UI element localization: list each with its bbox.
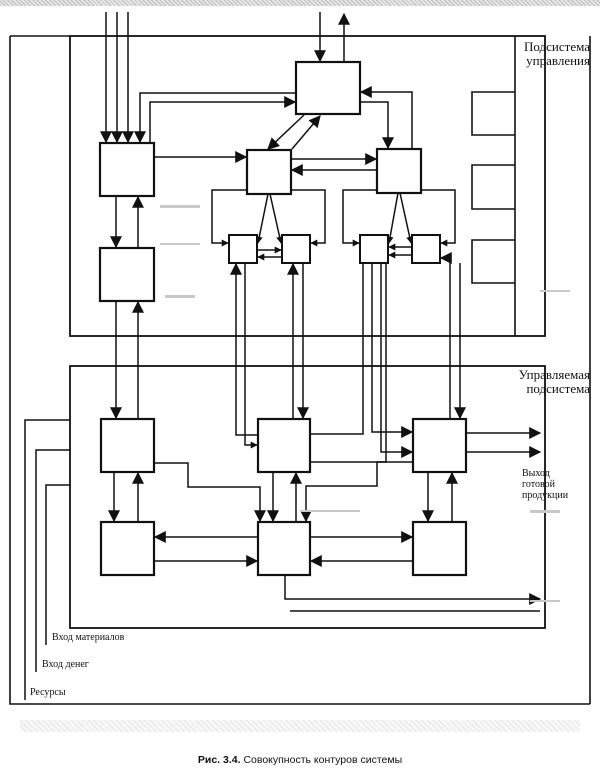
midleft-to-small2: [269, 193, 284, 244]
scan-noise: [160, 205, 570, 602]
small3-to-managed-right-a: [371, 263, 414, 438]
control-title-line2: управления: [526, 53, 590, 69]
control-title-line1: Подсистема: [524, 39, 590, 54]
output-label-line1: Выход: [522, 468, 550, 479]
managed-center-to-small3: [311, 264, 364, 435]
midright-to-top: [359, 86, 413, 148]
figure-caption: Рис. 3.4. Совокупность контуров системы: [0, 754, 600, 766]
resources-line: [24, 419, 70, 700]
control-lower-left-block: [98, 246, 156, 303]
midright-to-small3: [386, 192, 399, 244]
output-label-line2: готовой: [522, 479, 555, 490]
midright-fan-left: [342, 189, 377, 247]
control-side-1: [471, 91, 515, 136]
control-input-block: [98, 141, 156, 198]
managed-right-to-small4: [439, 252, 452, 418]
control-small-3: [359, 234, 389, 264]
control-subsystem-title: Подсистема управления: [524, 39, 590, 69]
midleft-fan-right: [291, 189, 326, 247]
input-to-top-loop: [149, 96, 297, 142]
small1-to-managed-center: [244, 263, 258, 449]
control-small-2: [281, 234, 311, 264]
managed-center-to-small1: [230, 262, 257, 436]
top-to-midright: [360, 101, 394, 150]
midleft-to-small1: [255, 193, 269, 244]
caption-number: Рис. 3.4.: [197, 754, 241, 766]
managed-top-center: [256, 417, 312, 474]
control-side-3: [471, 239, 515, 284]
managed-subsystem-frame: [69, 365, 546, 629]
midright-to-small4: [399, 192, 414, 244]
resources-label: Ресурсы: [30, 687, 66, 698]
output-label-line3: продукции: [522, 490, 569, 501]
control-mid-right-block: [375, 147, 423, 195]
mtr-to-mbc: [300, 461, 413, 523]
control-subsystem-frame: [69, 35, 546, 337]
managed-subsystem-title: Управляемая подсистема: [518, 367, 590, 397]
control-side-2: [471, 164, 515, 210]
top-midleft-diag-2: [291, 115, 321, 150]
control-mid-left-block: [245, 148, 293, 196]
materials-input-line: [45, 484, 70, 645]
managed-title-line2: подсистема: [526, 381, 590, 397]
managed-bottom-center: [256, 520, 312, 577]
control-small-1: [228, 234, 258, 264]
output-arrow-3: [284, 576, 542, 605]
midright-fan-right: [421, 189, 456, 247]
mtl-to-mbc: [154, 462, 266, 523]
money-input-line: [35, 449, 70, 672]
managed-bottom-left: [99, 520, 156, 577]
scan-artifact-bottom: [20, 720, 580, 732]
managed-bottom-right: [411, 520, 468, 577]
top-to-input-loop: [134, 92, 296, 144]
midleft-fan-left: [211, 189, 247, 247]
managed-top-left: [99, 417, 156, 474]
small3-to-managed-right-b: [380, 263, 414, 458]
managed-top-right: [411, 417, 468, 474]
caption-text: Совокупность контуров системы: [243, 754, 403, 766]
input-money-label: Вход денег: [42, 659, 89, 670]
input-materials-label: Вход материалов: [52, 632, 125, 643]
output-label: Выход готовой продукции: [522, 468, 568, 501]
managed-title-line1: Управляемая: [518, 367, 590, 382]
control-small-4: [411, 234, 441, 264]
control-top-block: [294, 60, 362, 116]
top-midleft-diag-1: [267, 114, 305, 150]
page-border-bottom: [9, 36, 590, 705]
scan-artifact-top: [0, 0, 600, 6]
